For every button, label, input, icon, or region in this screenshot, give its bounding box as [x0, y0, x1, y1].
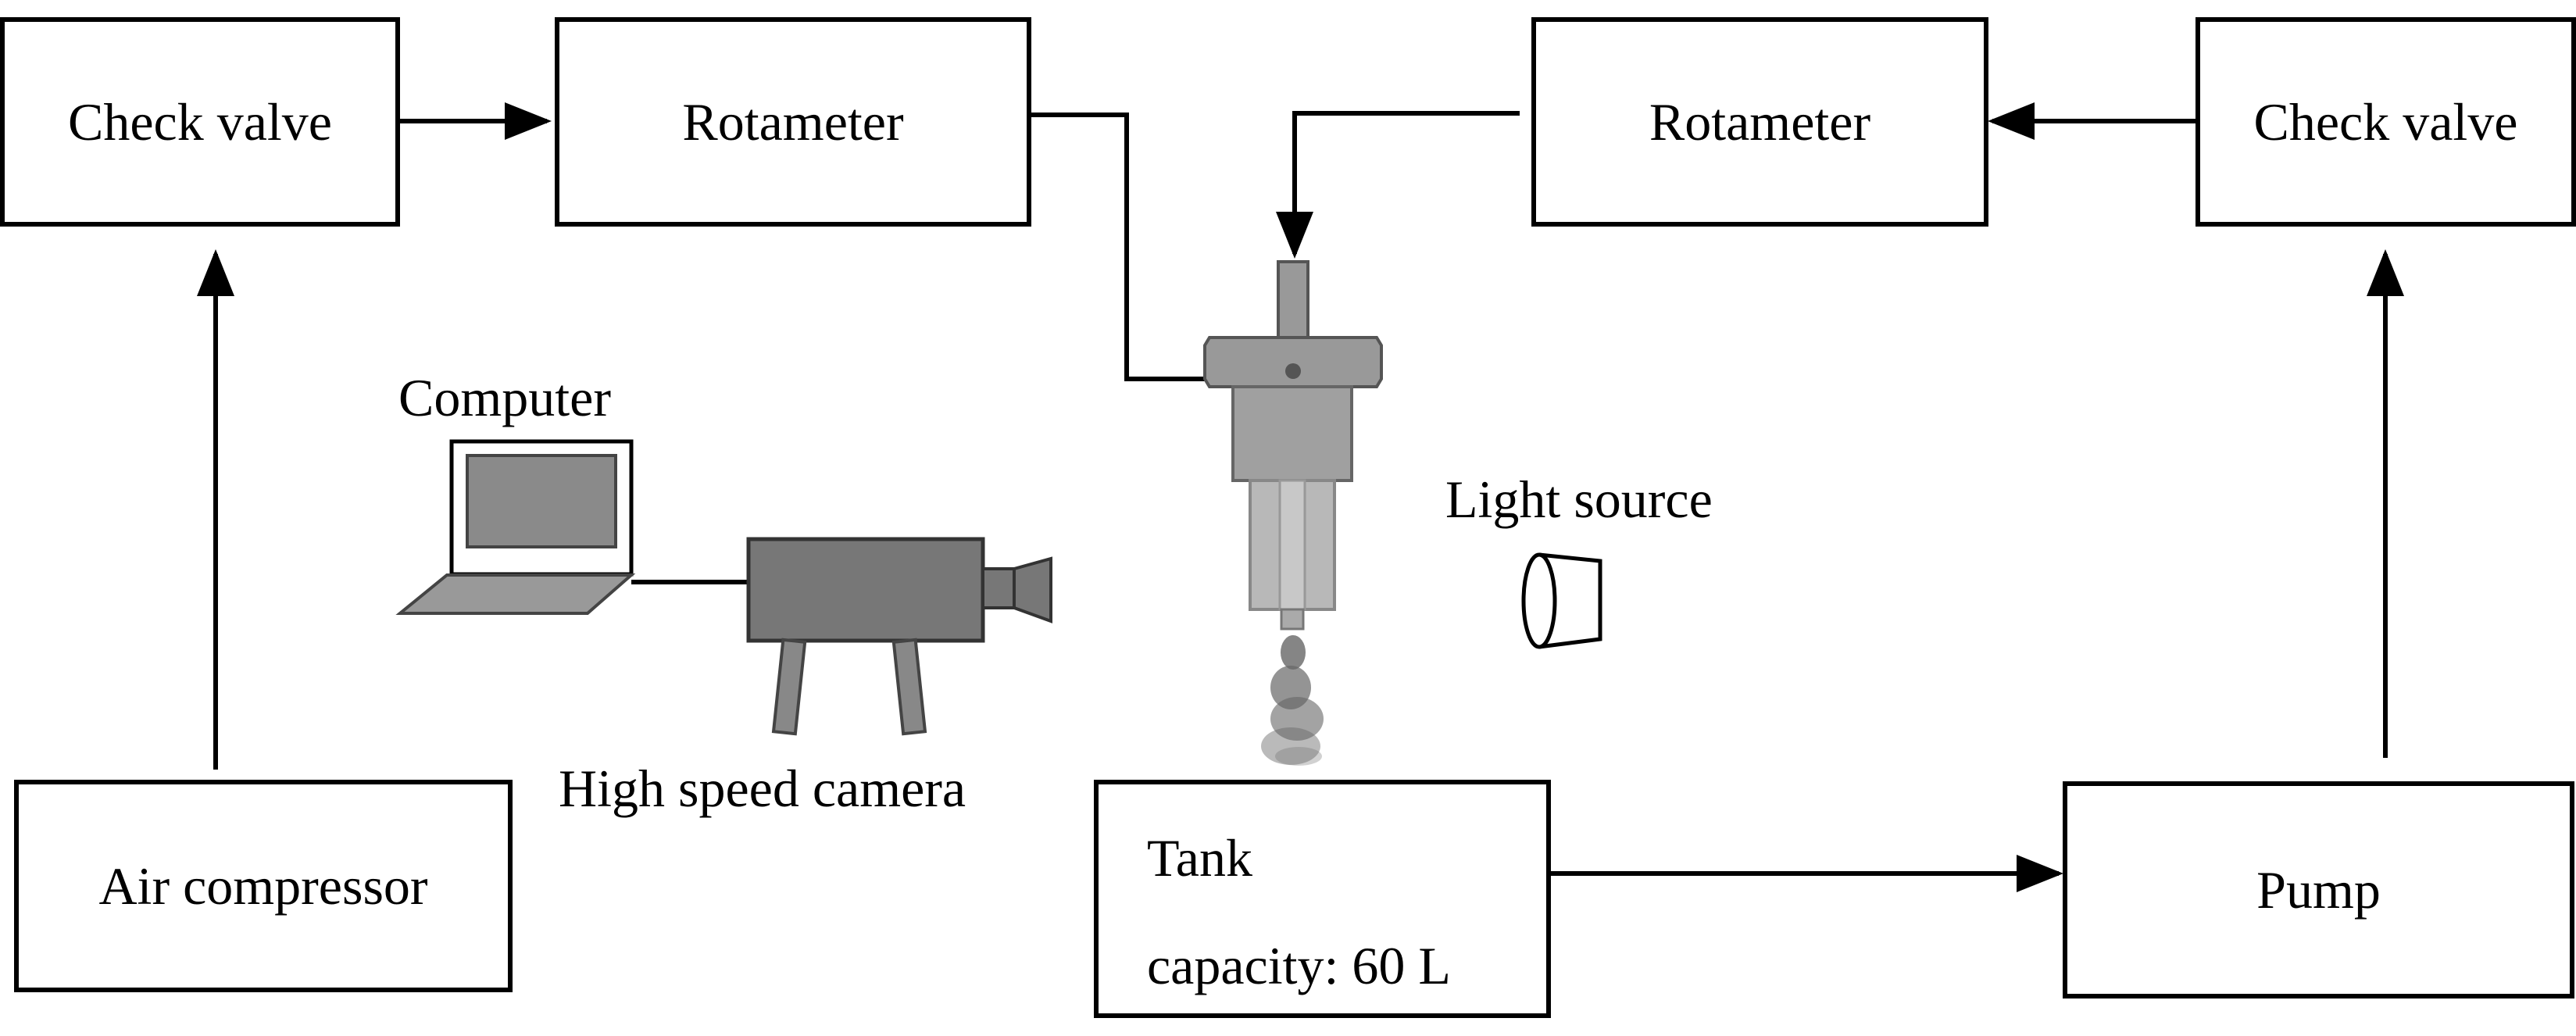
rotameter-right-box: Rotameter — [1531, 17, 1988, 227]
check-valve-left-label: Check valve — [68, 92, 332, 152]
air-compressor-label: Air compressor — [98, 856, 428, 916]
tank-capacity-label: capacity: 60 L — [1147, 936, 1451, 995]
rotameter-left-box: Rotameter — [555, 17, 1031, 227]
tank-label: Tank — [1147, 828, 1252, 888]
high-speed-camera-label: High speed camera — [559, 759, 966, 818]
rotameter-right-label: Rotameter — [1649, 92, 1871, 152]
air-compressor-box: Air compressor — [14, 780, 513, 992]
check-valve-right-box: Check valve — [2195, 17, 2576, 227]
pump-box: Pump — [2063, 781, 2574, 998]
check-valve-left-box: Check valve — [0, 17, 400, 227]
camera-icon — [746, 537, 1052, 736]
arrow-rotameter-right-to-nozzle — [1276, 111, 1520, 259]
light-source-label: Light source — [1445, 470, 1713, 529]
check-valve-right-label: Check valve — [2253, 92, 2518, 152]
light-source-icon — [1521, 552, 1602, 649]
rotameter-left-label: Rotameter — [682, 92, 904, 152]
spray-icon — [1261, 635, 1324, 766]
computer-label: Computer — [398, 368, 611, 427]
computer-icon — [395, 439, 636, 615]
pump-label: Pump — [2256, 860, 2381, 920]
nozzle-icon — [1203, 260, 1383, 631]
tank-box: Tank capacity: 60 L — [1094, 780, 1551, 1018]
